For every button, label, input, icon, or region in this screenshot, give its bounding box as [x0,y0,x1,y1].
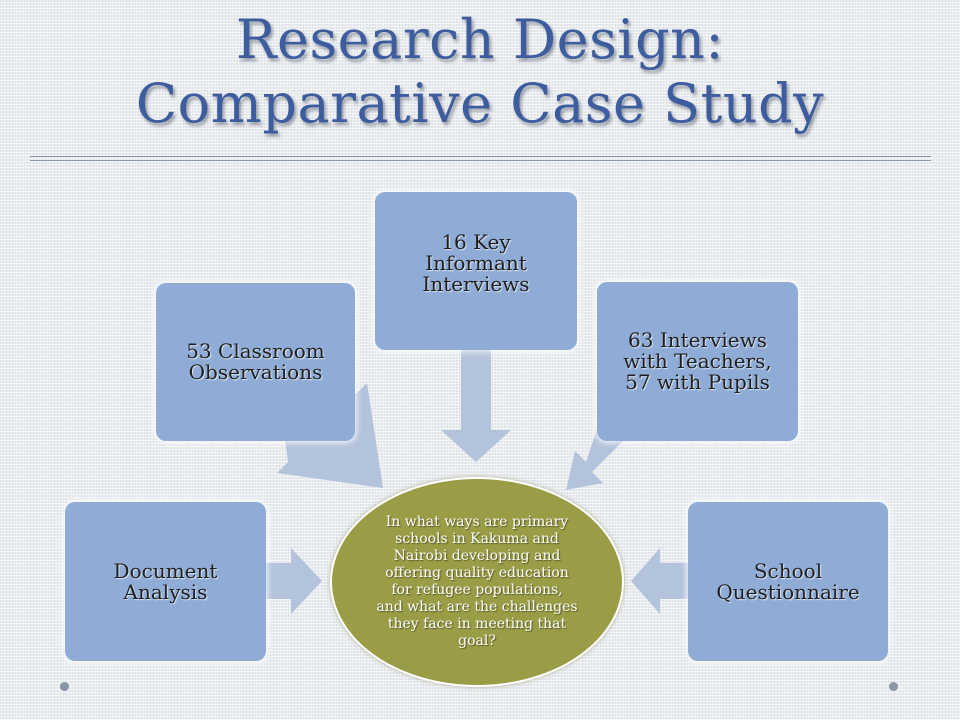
node-label-line: Analysis [123,579,208,604]
node-label-line: 53 Classroom [186,339,325,363]
bottom-right-dot [889,682,898,691]
node-school-questionnaire-label: School Questionnaire [716,558,860,604]
node-label-line: Document [113,558,218,583]
central-research-question-text: In what ways are primary schools in Kaku… [376,514,578,649]
arrow-from-key-informant-interviews [441,350,511,462]
node-key-informant-interviews: 16 Key Informant Interviews [375,192,577,350]
node-key-informant-interviews-label: 16 Key Informant Interviews [422,232,529,295]
node-label-line: Interviews [422,272,530,296]
node-classroom-observations: 53 Classroom Observations [156,283,355,441]
node-teacher-pupil-interviews-label: 63 Interviews with Teachers, 57 with Pup… [623,330,771,393]
title-underline [30,156,931,157]
node-label-line: with Teachers, [623,349,772,373]
node-document-analysis: Document Analysis [65,502,266,661]
arrow-from-document-analysis [266,548,322,614]
node-label-line: School [753,558,823,583]
title-line-2: Comparative Case Study [135,72,825,135]
node-document-analysis-label: Document Analysis [113,558,218,604]
node-teacher-pupil-interviews: 63 Interviews with Teachers, 57 with Pup… [597,282,798,441]
title-underline-secondary [30,160,931,161]
node-label-line: Informant [425,251,527,275]
slide-title: Research Design: Comparative Case Study [0,8,960,136]
bottom-left-dot [60,682,69,691]
arrow-from-school-questionnaire [631,548,688,614]
node-label-line: Observations [188,360,323,384]
node-school-questionnaire: School Questionnaire [688,502,888,661]
node-label-line: Questionnaire [716,579,860,604]
node-label-line: 16 Key [441,230,511,254]
node-label-line: 57 with Pupils [625,370,770,394]
central-research-question: In what ways are primary schools in Kaku… [330,477,624,687]
node-label-line: 63 Interviews [628,328,767,352]
title-line-1: Research Design: [235,8,725,71]
node-classroom-observations-label: 53 Classroom Observations [186,341,325,383]
